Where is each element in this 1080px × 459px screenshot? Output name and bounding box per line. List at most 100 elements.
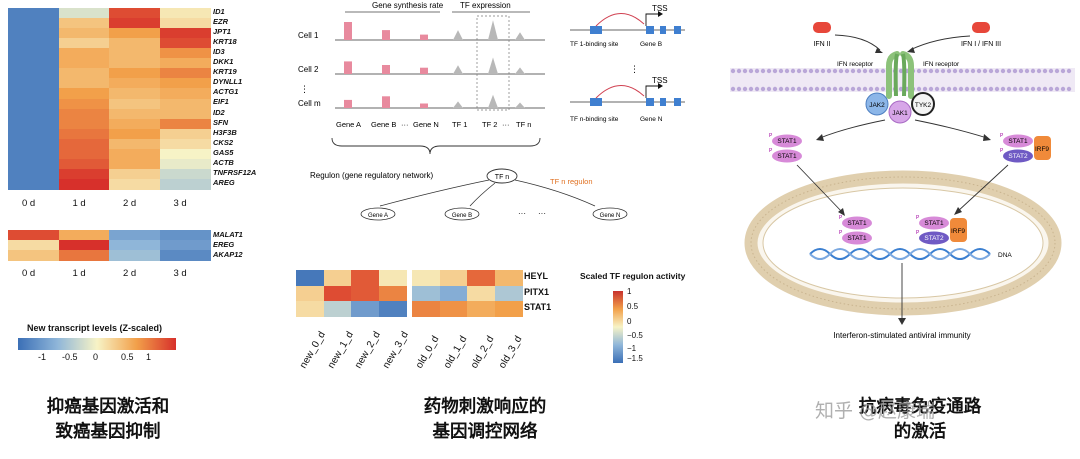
tf-heatmap-cell — [378, 301, 407, 318]
heatmap-top-cell — [58, 38, 110, 49]
heatmap-top-cell — [8, 78, 60, 90]
lipid-head — [820, 68, 826, 74]
heatmap-top-cell — [109, 158, 161, 170]
heatmap-top-cell — [8, 18, 60, 29]
lipid-head — [988, 86, 994, 92]
lipid-head — [766, 86, 772, 92]
caption-middle: 药物刺激响应的 基因调控网络 — [395, 395, 575, 445]
lipid-head — [868, 86, 874, 92]
heatmap-top-cell — [8, 8, 60, 19]
heatmap-top-cell — [58, 108, 110, 120]
cell-label: Cell m — [298, 99, 321, 108]
heatmap-top-cell — [109, 168, 161, 180]
irf9-label-n: IRF9 — [951, 228, 965, 235]
dna-helix — [809, 248, 991, 260]
lipid-head — [736, 86, 742, 92]
heatmap-bottom-cell — [159, 240, 211, 251]
timepoint-label: 0 d — [22, 198, 36, 209]
stat1-label-c3: STAT1 — [1008, 138, 1028, 145]
tf-legend-tick: −1 — [627, 344, 637, 353]
lipid-head — [856, 68, 862, 74]
heatmap-top-cell — [109, 18, 161, 29]
tf-expression-peak — [453, 65, 463, 74]
caption-middle-line2: 基因调控网络 — [432, 422, 538, 442]
tf-heatmap-col-label: old_1_d — [441, 334, 469, 371]
tf-expression-peak — [515, 32, 525, 40]
tf-expression-peak — [515, 102, 525, 108]
tf-heatmap-cell — [412, 270, 440, 287]
cell-label: Cell 2 — [298, 65, 319, 74]
heatmap-top-cell — [159, 128, 211, 140]
heatmap-top-cell — [8, 148, 60, 160]
gene-label: EIF1 — [213, 97, 229, 107]
lipid-head — [814, 86, 820, 92]
heatmap-top-cell — [159, 18, 211, 29]
tf-heatmap-col-label: old_2_d — [469, 334, 497, 371]
heatmap-top-cell — [8, 108, 60, 120]
lipid-head — [748, 68, 754, 74]
heatmap-top-cell — [109, 8, 161, 19]
stat1-stat2-irf9-complex-nucleus: STAT1 STAT2 IRF9 P P — [916, 215, 967, 245]
heatmap-top-cell — [8, 88, 60, 100]
target-gene-n — [592, 207, 628, 221]
heatmap-top-cell — [109, 88, 161, 100]
tf2-highlight-box — [476, 15, 510, 111]
gene-label: DKK1 — [213, 57, 234, 67]
tf-legend-tick: 0 — [627, 317, 632, 326]
lipid-head — [736, 68, 742, 74]
tf-heatmap-row-label: HEYL — [524, 271, 549, 281]
label-tf-expression: TF expression — [460, 1, 511, 10]
binding-site-label-bottom: TF n-binding site — [570, 116, 619, 123]
heatmap-bottom-cell — [8, 230, 60, 241]
lipid-head — [850, 68, 856, 74]
ifn-ii-label: IFN II — [813, 41, 830, 48]
tf-expression-peak — [488, 57, 498, 74]
legend-tick: 0.5 — [121, 352, 134, 362]
stat1-stat2-irf9-complex-cytoplasm: STAT1 STAT2 IRF9 P P — [1000, 133, 1051, 163]
heatmap-top-cell — [8, 98, 60, 110]
heatmap-top-cell — [58, 98, 110, 110]
tf-heatmap-cell — [412, 285, 440, 302]
gene-label: GAS5 — [213, 147, 234, 157]
receptor-label-right: IFN receptor — [923, 61, 960, 68]
outcome-label: Interferon-stimulated antiviral immunity — [833, 331, 970, 340]
heatmap-top-cell — [58, 68, 110, 79]
heatmap-bottom-cell — [8, 250, 60, 261]
lipid-head — [1012, 68, 1018, 74]
lipid-head — [856, 86, 862, 92]
lipid-head — [946, 68, 952, 74]
tss-label-bottom: TSS — [652, 76, 668, 85]
heatmap-top-cell — [8, 118, 60, 130]
lipid-head — [1042, 68, 1048, 74]
tf-heatmap-col-label: new_1_d — [325, 329, 356, 371]
heatmap-top-cell — [109, 128, 161, 140]
gene-label: KRT19 — [213, 67, 237, 77]
target-gene-n-label: Gene N — [600, 213, 621, 219]
track-x-label: Gene B — [371, 120, 396, 129]
gene-label: ID3 — [213, 47, 225, 57]
cell-label: Cell 1 — [298, 31, 319, 40]
lipid-head — [940, 86, 946, 92]
phospho-c1: P — [769, 133, 773, 139]
lipid-head — [1036, 86, 1042, 92]
heatmap-bottom-cell — [109, 230, 161, 241]
heatmap-top-cell — [159, 98, 211, 110]
lipid-head — [802, 86, 808, 92]
tf-expression-peak — [515, 67, 525, 74]
lipid-head — [874, 68, 880, 74]
lipid-head — [982, 68, 988, 74]
lipid-head — [958, 68, 964, 74]
heatmap-top-cell — [109, 118, 161, 130]
lipid-head — [1000, 68, 1006, 74]
gene-label: AKAP12 — [213, 250, 243, 259]
lipid-head — [922, 68, 928, 74]
heatmap-top-cell — [8, 28, 60, 39]
lipid-head — [982, 86, 988, 92]
lipid-head — [1066, 68, 1072, 74]
heatmap-top-cell — [58, 18, 110, 29]
lipid-head — [826, 68, 832, 74]
phospho-c4: P — [1000, 148, 1004, 154]
track-x-label: TF 1 — [452, 120, 467, 129]
timepoint-label: 0 d — [22, 268, 36, 279]
